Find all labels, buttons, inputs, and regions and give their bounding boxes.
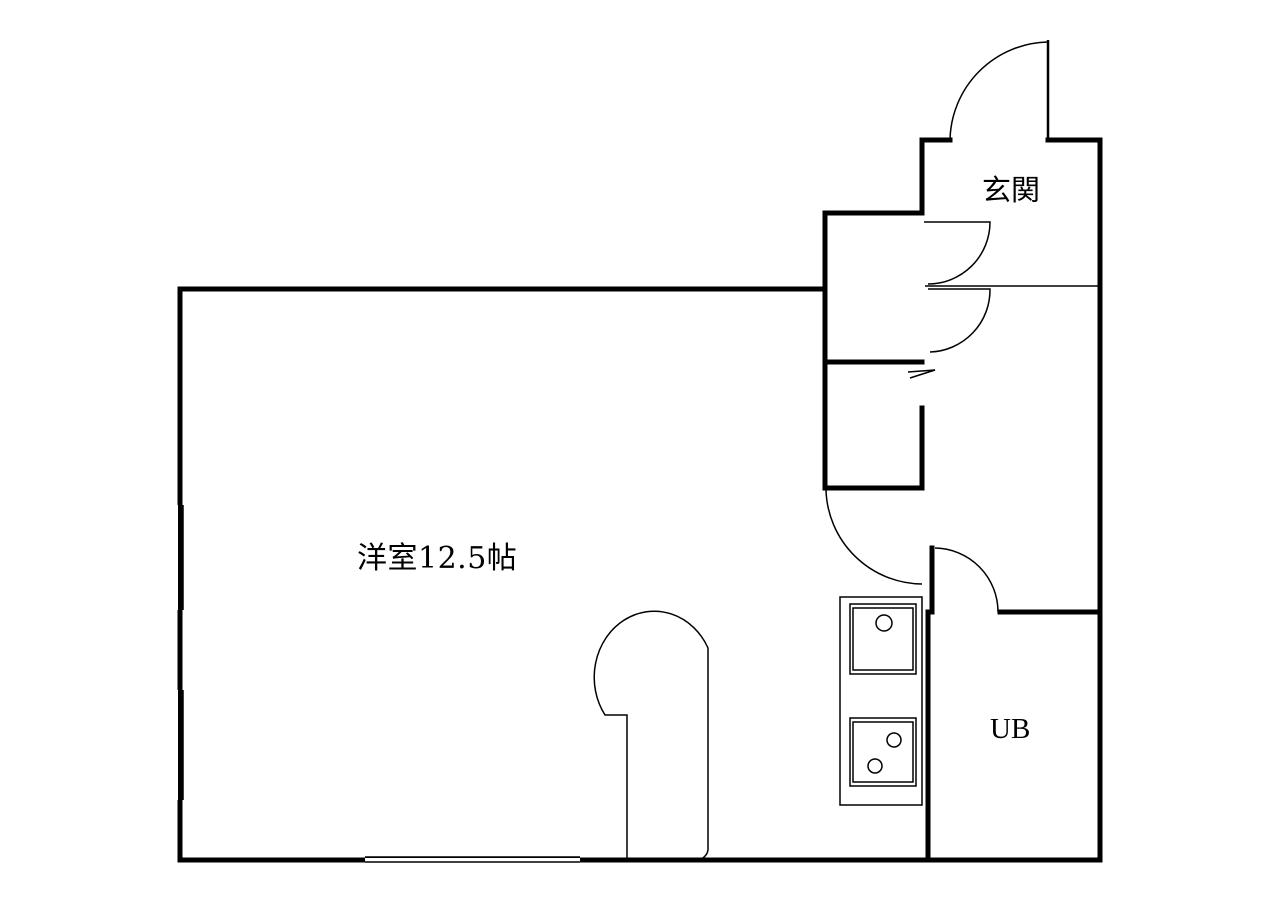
bottom-window	[365, 856, 580, 863]
genkan-label: 玄関	[982, 173, 1041, 207]
interior-doors	[825, 221, 991, 585]
kitchen-counter	[839, 596, 923, 806]
ub-walls	[925, 545, 1103, 863]
genkan-walls	[919, 40, 1103, 615]
unit-bath-label: UB	[990, 713, 1031, 745]
closet-walls	[822, 210, 936, 491]
main-room-walls	[174, 286, 928, 863]
loft-stair-outline	[593, 610, 709, 861]
western-room-label: 洋室12.5帖	[357, 541, 518, 576]
